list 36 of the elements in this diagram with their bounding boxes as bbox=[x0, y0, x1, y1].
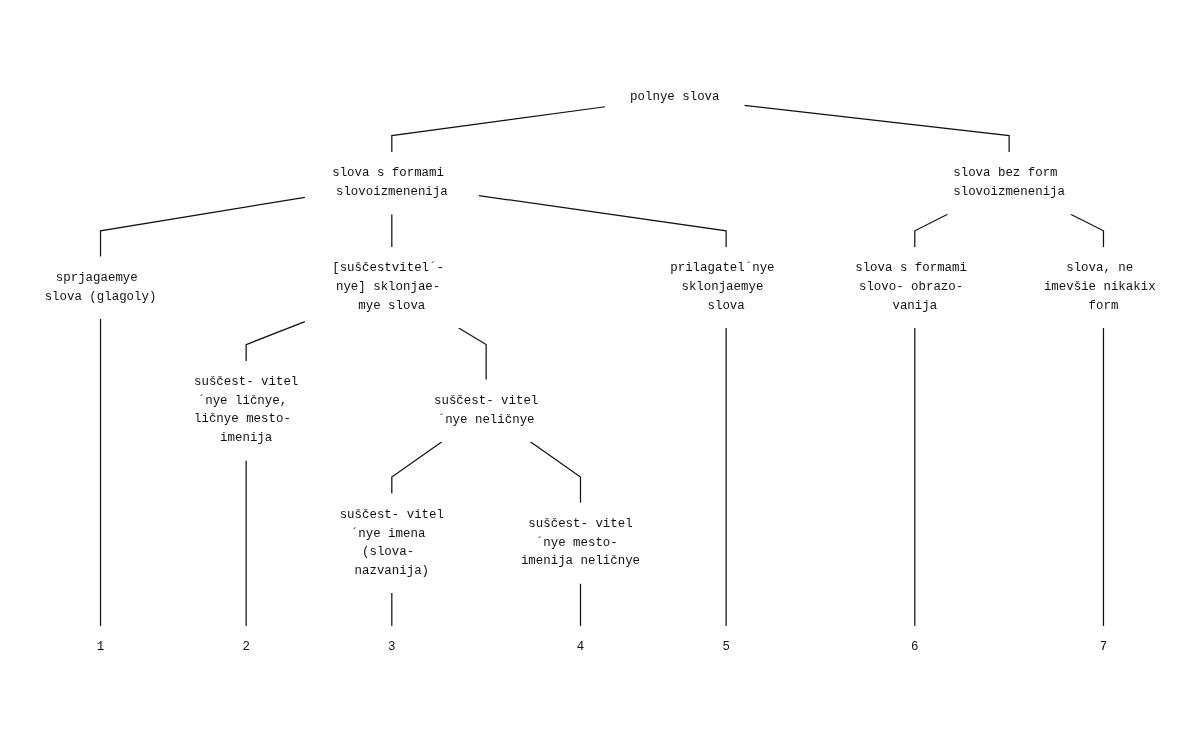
connector bbox=[390, 591, 392, 627]
node-text: 3 bbox=[387, 639, 396, 654]
connector bbox=[99, 317, 101, 627]
node-text: 7 bbox=[1099, 639, 1107, 654]
node-text: 5 bbox=[721, 639, 730, 654]
connector bbox=[245, 320, 306, 362]
node-text: suščest- vitel´nye imena (slova- nazvanija) bbox=[339, 507, 444, 578]
node-text: slova bez form slovoizmenenija bbox=[952, 165, 1065, 199]
node-text: 4 bbox=[576, 639, 584, 654]
connector bbox=[725, 326, 727, 627]
node-text: slova s formami slovoizmenenija bbox=[331, 165, 448, 199]
connector bbox=[579, 582, 581, 627]
node-text: suščest- vitel´nye neličnye bbox=[433, 393, 538, 426]
node-text: suščest- vitel´nye ličnye, ličnye mesto- imenija bbox=[193, 374, 298, 445]
connector bbox=[390, 105, 606, 153]
node-text: [suščestvitel´- nye] sklonjae- mye slova bbox=[331, 260, 444, 313]
connector bbox=[743, 104, 1010, 153]
node-text: 6 bbox=[910, 639, 919, 654]
node-text: prilagatel´nye sklonjaemye slova bbox=[669, 260, 775, 313]
connector bbox=[390, 213, 392, 248]
connector bbox=[529, 440, 581, 503]
node-text: 1 bbox=[96, 639, 104, 654]
node-text: slova, ne imevšie nikakix form bbox=[1043, 260, 1156, 313]
node-text: suščest- vitel´nye mesto- imenija neličnye bbox=[520, 516, 640, 568]
node-text: sprjagaemye slova (glagoly) bbox=[44, 270, 156, 303]
connector bbox=[1069, 213, 1104, 248]
connector bbox=[913, 213, 948, 248]
node-text: polnye slova bbox=[629, 89, 720, 104]
connector bbox=[390, 440, 443, 494]
connector bbox=[477, 194, 727, 248]
connector bbox=[1102, 326, 1104, 627]
connector bbox=[913, 326, 915, 627]
node-text: 2 bbox=[241, 639, 250, 654]
connector bbox=[245, 459, 247, 627]
connector bbox=[99, 196, 306, 257]
node-text: slova s formami slovo- obrazo- vanija bbox=[854, 260, 967, 313]
